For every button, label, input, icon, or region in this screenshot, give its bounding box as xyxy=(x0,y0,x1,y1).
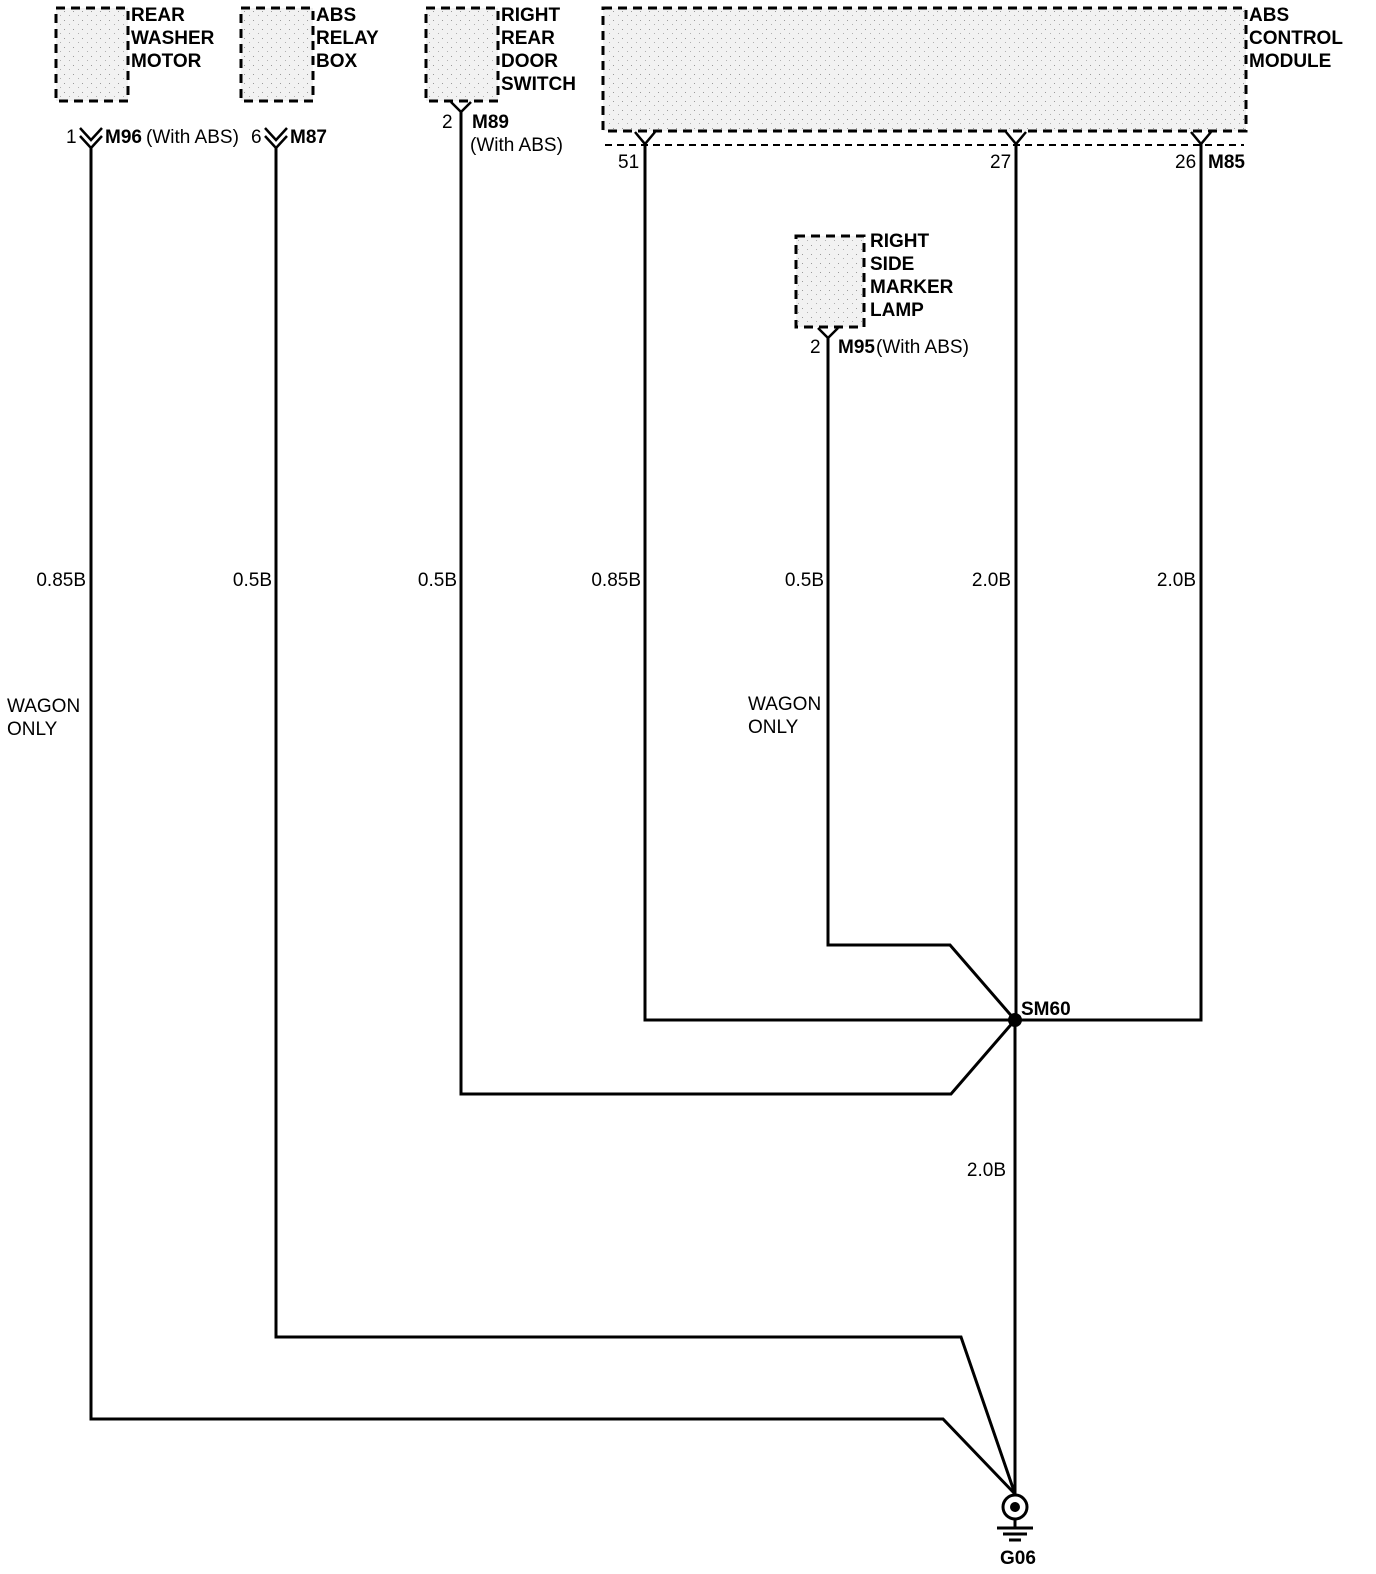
connector-m85-pin27-symbol xyxy=(1005,131,1027,146)
m85-pin51-label: 51 xyxy=(618,152,639,173)
right-rear-door-switch-line2: REAR xyxy=(501,28,555,49)
m89-name-label: M89 xyxy=(472,112,509,133)
m96-name-label: M96 xyxy=(105,127,142,148)
connector-m85-pin51-symbol xyxy=(634,131,656,146)
m96-pin-label: 1 xyxy=(66,127,77,148)
abs-control-module-line1: ABS xyxy=(1249,5,1289,26)
m85-name-label: M85 xyxy=(1208,152,1245,173)
m85-pin26-label: 26 xyxy=(1175,152,1196,173)
right-side-marker-lamp-box xyxy=(794,234,866,329)
connector-m87-symbol xyxy=(264,127,288,150)
m87-pin-label: 6 xyxy=(251,127,262,148)
rear-washer-motor-label: REAR WASHER MOTOR xyxy=(131,5,220,72)
wire-label-6: 2.0B xyxy=(972,570,1011,591)
wire-right-rear-door-switch xyxy=(459,112,1017,1096)
m95-name-label: M95 xyxy=(838,337,875,358)
m95-pin-label: 2 xyxy=(810,337,821,358)
splice-sm60-dot xyxy=(1008,1013,1022,1027)
abs-relay-box-box xyxy=(239,6,315,103)
wagon-only-note-1-line1: WAGON xyxy=(7,696,80,717)
wire-abs-module-pin26 xyxy=(1015,144,1203,1022)
m89-note-label: (With ABS) xyxy=(470,135,563,156)
wire-label-4: 0.85B xyxy=(591,570,641,591)
wire-rear-washer-motor xyxy=(89,148,1017,1496)
abs-relay-box-line3: BOX xyxy=(316,51,358,72)
right-side-marker-lamp-label: RIGHT SIDE MARKER LAMP xyxy=(870,231,959,321)
wire-label-2: 0.5B xyxy=(233,570,272,591)
ground-g06-label: G06 xyxy=(1000,1548,1036,1569)
rear-washer-motor-box xyxy=(54,6,130,103)
m96-note-label: (With ABS) xyxy=(146,127,239,148)
right-rear-door-switch-box xyxy=(424,6,500,103)
right-rear-door-switch-line1: RIGHT xyxy=(501,5,561,26)
ground-g06-symbol xyxy=(997,1493,1033,1542)
abs-control-module-label: ABS CONTROL MODULE xyxy=(1249,5,1348,72)
m85-pin27-label: 27 xyxy=(990,152,1011,173)
right-rear-door-switch-line4: SWITCH xyxy=(501,74,576,95)
right-side-marker-lamp-line4: LAMP xyxy=(870,300,924,321)
wagon-only-note-2: WAGON ONLY xyxy=(748,694,826,738)
connector-m96-symbol xyxy=(79,127,103,150)
rear-washer-motor-line3: MOTOR xyxy=(131,51,202,72)
abs-relay-box-line2: RELAY xyxy=(316,28,379,49)
abs-relay-box-line1: ABS xyxy=(316,5,356,26)
m87-name-label: M87 xyxy=(290,127,327,148)
wagon-only-note-2-line2: ONLY xyxy=(748,717,799,738)
splice-sm60-label: SM60 xyxy=(1021,999,1071,1020)
rear-washer-motor-line2: WASHER xyxy=(131,28,215,49)
wire-label-7: 2.0B xyxy=(1157,570,1196,591)
wagon-only-note-2-line1: WAGON xyxy=(748,694,821,715)
wagon-only-note-1-line2: ONLY xyxy=(7,719,58,740)
wire-label-1: 0.85B xyxy=(36,570,86,591)
right-side-marker-lamp-line2: SIDE xyxy=(870,254,914,275)
wagon-only-note-1: WAGON ONLY xyxy=(7,696,85,740)
right-rear-door-switch-label: RIGHT REAR DOOR SWITCH xyxy=(501,5,576,95)
abs-relay-box-label: ABS RELAY BOX xyxy=(316,5,384,72)
abs-control-module-line3: MODULE xyxy=(1249,51,1331,72)
right-side-marker-lamp-line1: RIGHT xyxy=(870,231,930,252)
right-rear-door-switch-line3: DOOR xyxy=(501,51,558,72)
connector-m85-pin26-symbol xyxy=(1190,131,1212,146)
m89-pin-label: 2 xyxy=(442,112,453,133)
wire-abs-relay-box xyxy=(274,148,1017,1495)
wire-label-5: 0.5B xyxy=(785,570,824,591)
connector-m89-symbol xyxy=(450,101,472,114)
wire-label-3: 0.5B xyxy=(418,570,457,591)
wire-abs-module-pin51 xyxy=(643,144,1015,1022)
wire-label-8: 2.0B xyxy=(967,1160,1006,1181)
m95-note-label: (With ABS) xyxy=(876,337,969,358)
abs-control-module-box xyxy=(601,6,1248,146)
rear-washer-motor-line1: REAR xyxy=(131,5,185,26)
wire-marker-lamp xyxy=(826,338,1017,1021)
right-side-marker-lamp-line3: MARKER xyxy=(870,277,954,298)
abs-control-module-line2: CONTROL xyxy=(1249,28,1343,49)
connector-m95-symbol xyxy=(817,327,839,340)
